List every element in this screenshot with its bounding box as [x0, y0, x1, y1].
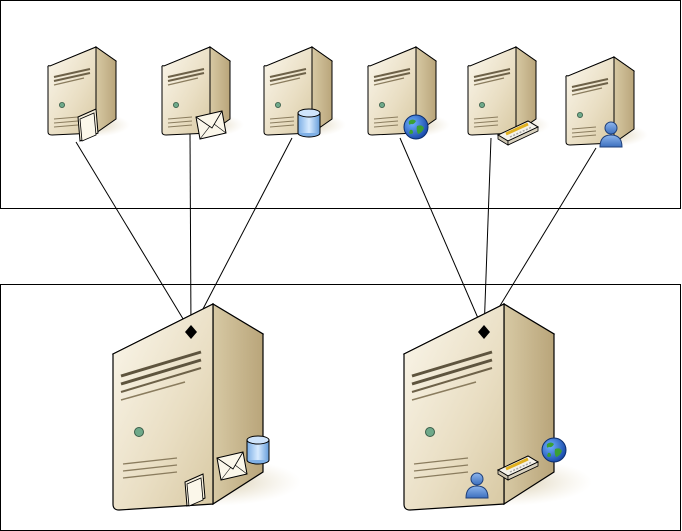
network-server[interactable] — [467, 46, 551, 147]
consolidated-server-2[interactable] — [402, 302, 594, 512]
database-icon — [246, 435, 270, 465]
connection-web-server — [399, 137, 485, 333]
database-icon — [297, 108, 321, 138]
connection-database-server — [190, 137, 293, 333]
mail-server[interactable] — [161, 46, 245, 140]
connection-endpoint-1 — [185, 325, 197, 339]
globe-icon — [541, 437, 567, 463]
consolidated-server-1[interactable] — [111, 302, 303, 512]
connections — [75, 131, 597, 333]
connection-network-server — [483, 137, 492, 333]
directory-server[interactable] — [565, 56, 649, 150]
web-server[interactable] — [367, 46, 451, 140]
database-server[interactable] — [263, 46, 347, 140]
connection-directory-server — [483, 147, 597, 333]
connection-mail-server — [189, 131, 192, 333]
connection-endpoint-2 — [478, 325, 490, 339]
connection-file-server — [75, 141, 192, 333]
globe-icon — [403, 114, 429, 140]
file-server[interactable] — [47, 46, 131, 142]
top-group-box — [0, 0, 681, 209]
